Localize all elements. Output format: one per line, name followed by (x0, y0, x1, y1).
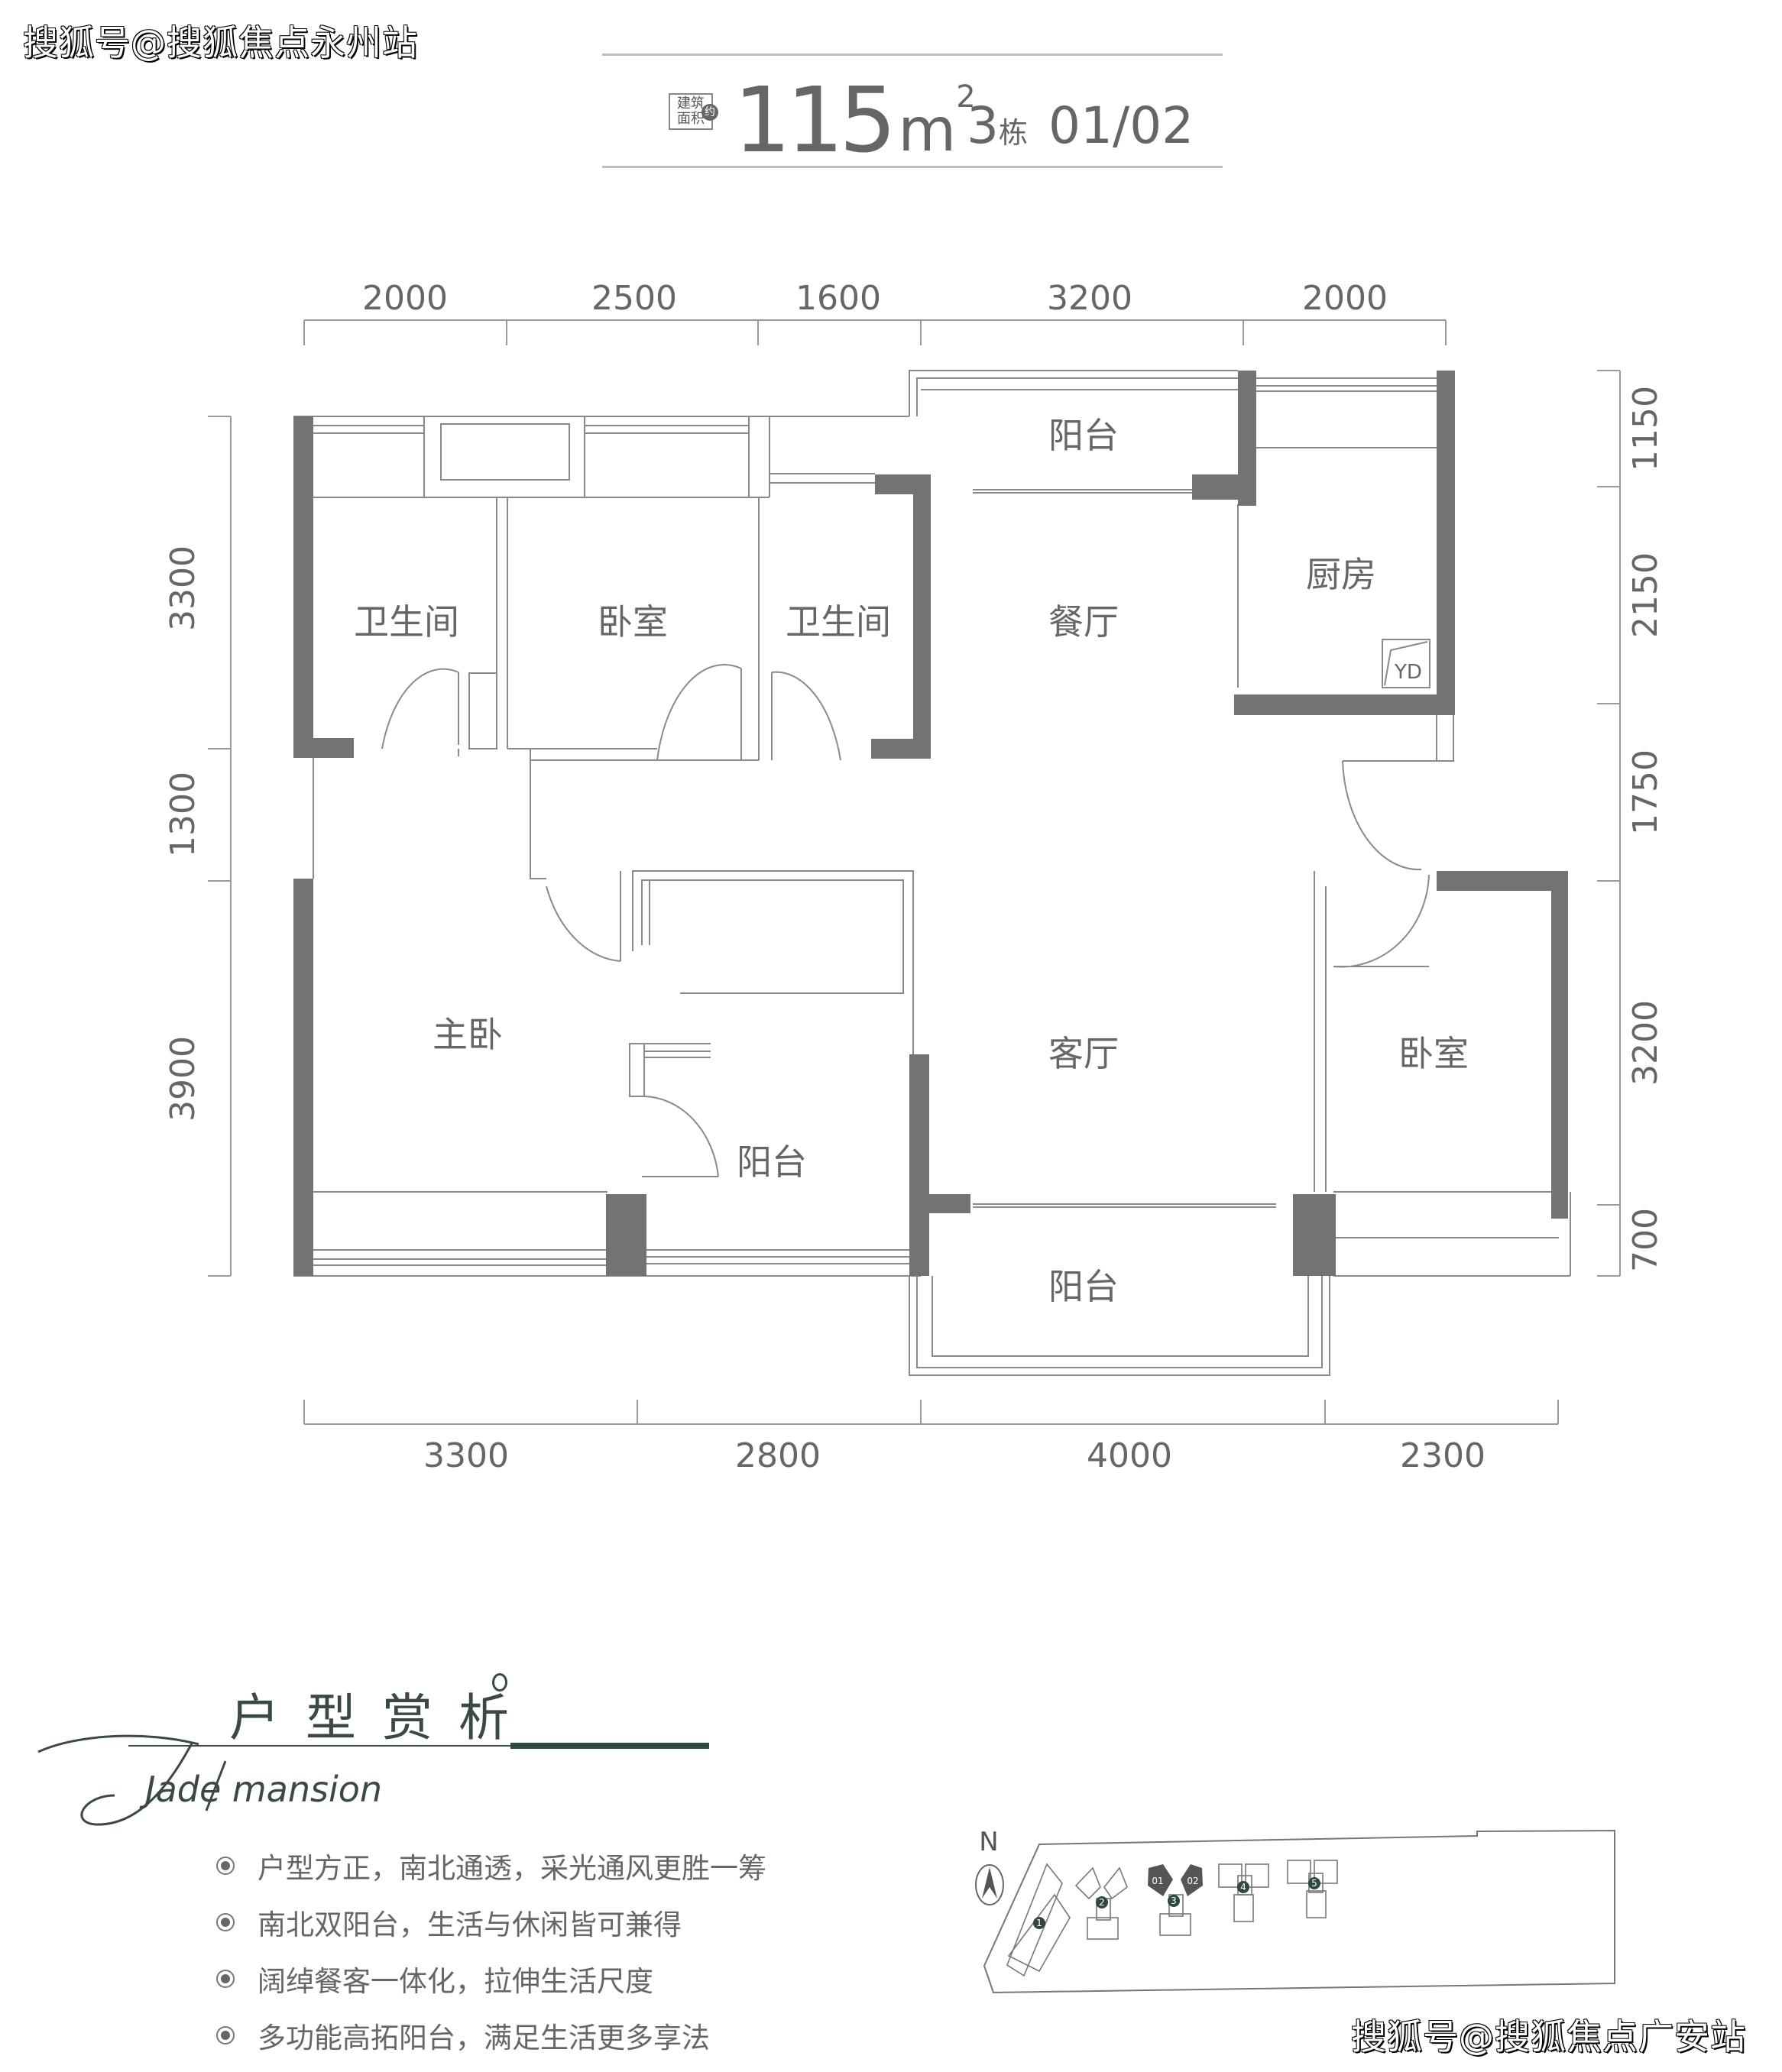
svg-text:1300: 1300 (164, 772, 202, 857)
room-balcony-north: 阳台 (1048, 415, 1119, 456)
building-number: 3 (967, 96, 999, 155)
svg-text:1: 1 (1036, 1918, 1042, 1928)
feature-list: 户型方正，南北通透，采光通风更胜一筹 南北双阳台，生活与休闲皆可兼得 阔绰餐客一… (216, 1837, 766, 2064)
svg-text:4: 4 (1240, 1882, 1246, 1892)
room-master-bedroom: 主卧 (433, 1014, 503, 1055)
svg-text:2150: 2150 (1626, 552, 1665, 638)
svg-text:2300: 2300 (1400, 1436, 1486, 1475)
svg-text:N: N (979, 1827, 998, 1857)
svg-text:2500: 2500 (591, 279, 677, 318)
approx-badge: 约 (701, 104, 718, 121)
highlighted-units: 01 02 (1148, 1864, 1203, 1896)
room-bedroom-north: 卧室 (598, 601, 668, 643)
kitchen-fixture-yd: YD (1394, 661, 1422, 684)
jade-mansion-script-logo: Jade mansion (37, 1734, 382, 1826)
svg-text:4000: 4000 (1087, 1436, 1172, 1475)
svg-text:1150: 1150 (1626, 386, 1665, 471)
room-kitchen: 厨房 (1306, 554, 1376, 595)
plan-walls (293, 371, 1568, 1276)
north-arrow: N (975, 1827, 1004, 1905)
room-living: 客厅 (1048, 1033, 1119, 1074)
svg-text:3300: 3300 (423, 1436, 509, 1475)
dimension-lines (208, 319, 1621, 1425)
title-rule-mid (130, 1745, 512, 1747)
svg-text:01: 01 (1152, 1876, 1163, 1886)
svg-text:1750: 1750 (1626, 749, 1665, 835)
site-map: N 01 02 1 2 3 4 5 (975, 1827, 1615, 1994)
room-bedroom-south: 卧室 (1398, 1033, 1469, 1074)
svg-text:2000: 2000 (362, 279, 448, 318)
area-badge: 建筑 面积 (669, 93, 713, 130)
dimension-labels: 2000 2500 1600 3200 2000 3300 2800 4000 … (164, 279, 1665, 1475)
svg-text:3200: 3200 (1047, 279, 1132, 318)
svg-text:02: 02 (1187, 1876, 1198, 1886)
plan-thin-lines (293, 370, 1571, 1376)
bullet-icon (216, 1970, 235, 1988)
feature-item: 多功能高拓阳台，满足生活更多享法 (216, 2007, 766, 2064)
room-dining: 餐厅 (1048, 601, 1119, 643)
area-unit: m (898, 96, 957, 165)
room-bathroom-1: 卫生间 (354, 601, 459, 643)
title-rule-thick (510, 1743, 709, 1749)
area-unit-superscript: 2 (956, 79, 976, 115)
svg-text:5: 5 (1311, 1878, 1317, 1889)
building-suffix: 栋 (999, 116, 1029, 150)
feature-item: 阔绰餐客一体化，拉伸生活尺度 (216, 1951, 766, 2007)
svg-text:Jade mansion: Jade mansion (139, 1769, 382, 1810)
unit-numbers: 01/02 (1048, 96, 1194, 155)
analysis-title: 户型赏析 (229, 1688, 535, 1747)
title-degree-mark (492, 1673, 507, 1692)
building-unit-label: 3栋 01/02 (967, 101, 1194, 151)
area-number: 115 (734, 67, 896, 173)
room-bathroom-2: 卫生间 (786, 601, 891, 643)
svg-text:700: 700 (1626, 1208, 1665, 1272)
room-balcony-south: 阳台 (1048, 1266, 1119, 1307)
area-badge-line1: 建筑 (677, 96, 705, 112)
building-markers: 1 2 3 4 5 (1033, 1877, 1320, 1929)
area-value: 115 m 2 (734, 75, 976, 165)
bullet-icon (216, 1857, 235, 1875)
north-arrow-icon (982, 1867, 997, 1899)
svg-text:3200: 3200 (1626, 1000, 1665, 1086)
site-boundary (983, 1829, 1615, 1994)
area-badge-line2: 面积 (677, 111, 705, 127)
header-bottom-rule (602, 166, 1223, 168)
svg-text:3: 3 (1171, 1896, 1177, 1906)
svg-text:3900: 3900 (164, 1036, 202, 1122)
svg-text:2800: 2800 (735, 1436, 821, 1475)
svg-text:2000: 2000 (1302, 279, 1388, 318)
bullet-icon (216, 1913, 235, 1931)
svg-text:1600: 1600 (795, 279, 881, 318)
watermark-top-left: 搜狐号@搜狐焦点永州站 (23, 22, 418, 63)
bullet-icon (216, 2026, 235, 2044)
header-top-rule (602, 53, 1223, 56)
feature-item: 南北双阳台，生活与休闲皆可兼得 (216, 1894, 766, 1951)
watermark-bottom-right: 搜狐号@搜狐焦点广安站 (1351, 2016, 1746, 2057)
room-balcony-master: 阳台 (737, 1141, 807, 1183)
svg-text:2: 2 (1099, 1897, 1105, 1908)
feature-item: 户型方正，南北通透，采光通风更胜一筹 (216, 1837, 766, 1894)
svg-text:3300: 3300 (164, 546, 202, 631)
room-labels: 卫生间 卧室 卫生间 阳台 餐厅 厨房 YD 主卧 阳台 客厅 卧室 阳台 (354, 415, 1469, 1307)
